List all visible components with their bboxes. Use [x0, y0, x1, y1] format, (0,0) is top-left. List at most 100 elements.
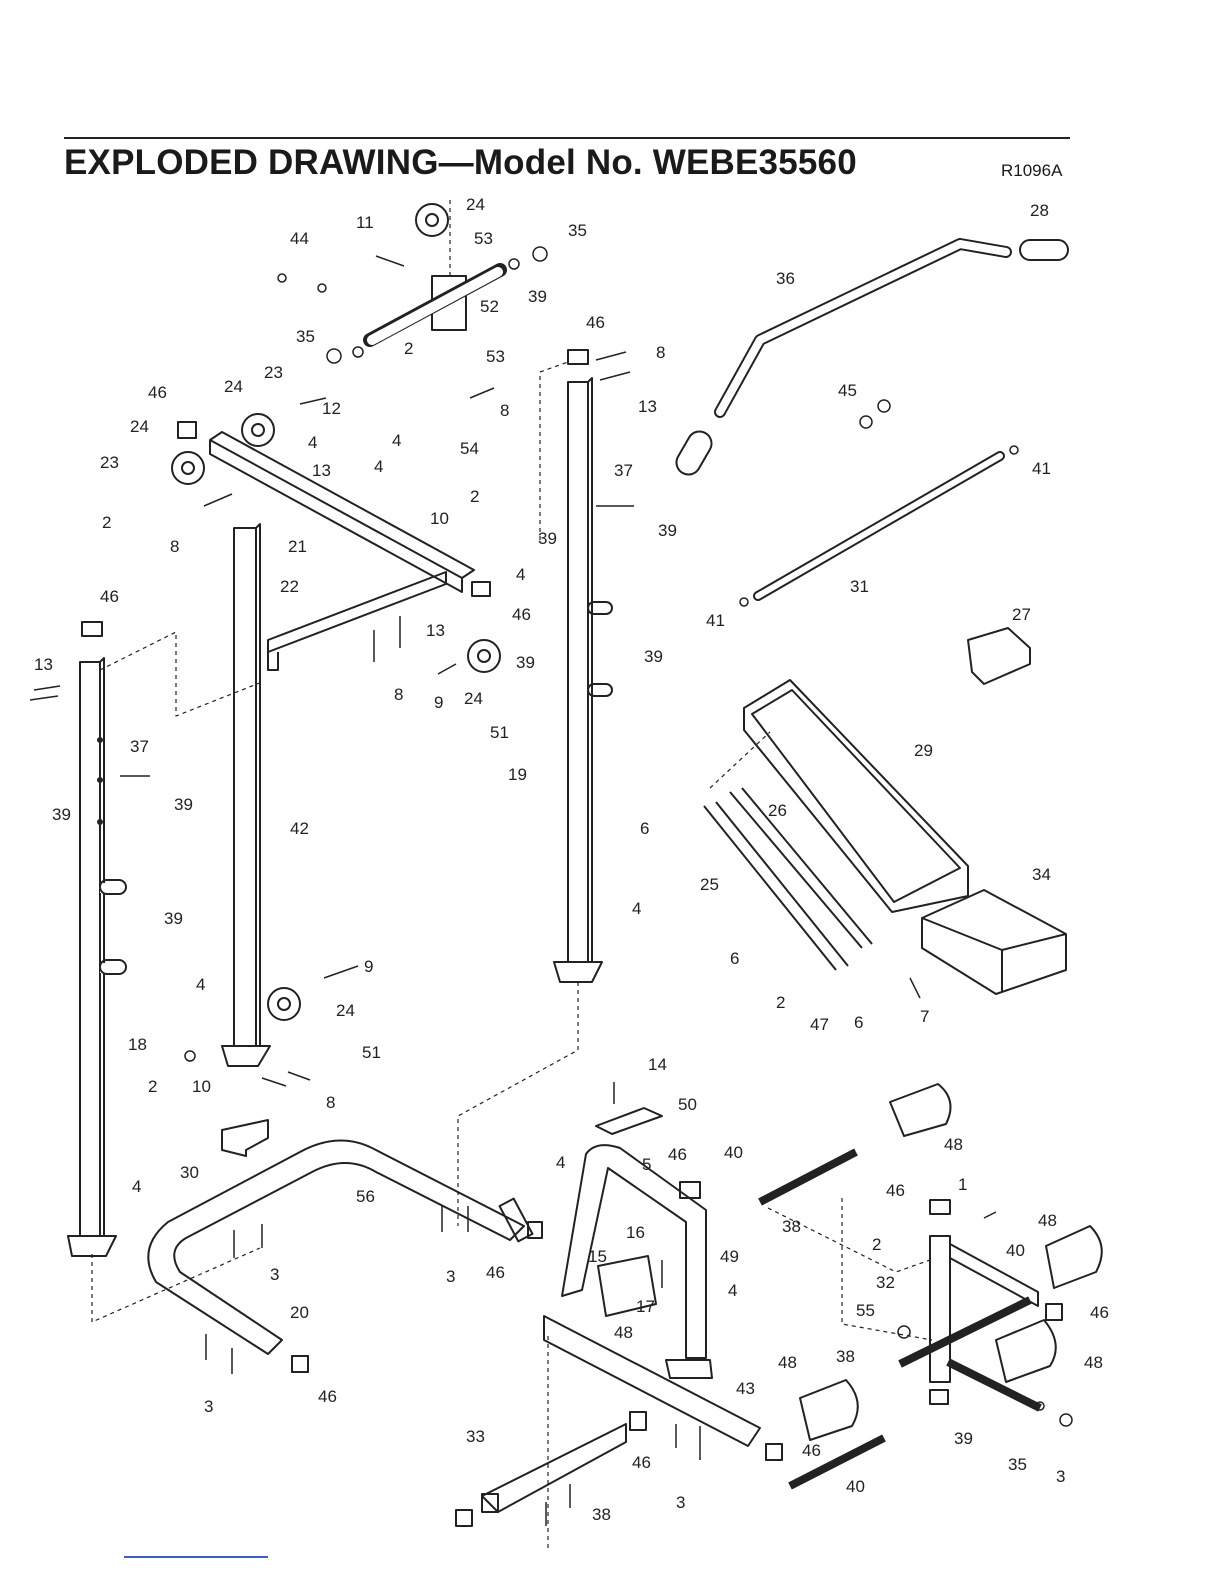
callout: 42 [290, 819, 309, 838]
hardware [29, 246, 1073, 1526]
callout: 3 [446, 1267, 455, 1286]
callout: 35 [296, 327, 315, 346]
backrest-29 [743, 679, 969, 913]
callout: 39 [516, 653, 535, 672]
callout: 5 [642, 1155, 651, 1174]
callout: 38 [836, 1347, 855, 1366]
callout: 46 [1090, 1303, 1109, 1322]
callout: 23 [264, 363, 283, 382]
footer-line [124, 1556, 268, 1558]
callout: 47 [810, 1015, 829, 1034]
callout: 37 [130, 737, 149, 756]
callout: 17 [636, 1297, 655, 1316]
callout: 46 [148, 383, 167, 402]
callout: 46 [668, 1145, 687, 1164]
callout: 24 [466, 195, 485, 214]
callout: 16 [626, 1223, 645, 1242]
callout: 2 [776, 993, 785, 1012]
callout: 12 [322, 399, 341, 418]
callout: 52 [480, 297, 499, 316]
callout: 34 [1032, 865, 1051, 884]
end-caps-46 [81, 349, 1063, 1527]
callout: 27 [1012, 605, 1031, 624]
callout: 28 [1030, 201, 1049, 220]
revision-code: R1096A [1001, 161, 1063, 180]
callout: 44 [290, 229, 309, 248]
callout: 23 [100, 453, 119, 472]
callout: 56 [356, 1187, 375, 1206]
callout: 13 [312, 461, 331, 480]
callout: 25 [700, 875, 719, 894]
callout: 46 [632, 1453, 651, 1472]
callout: 3 [676, 1493, 685, 1512]
post-32 [898, 1235, 1042, 1412]
callout: 37 [614, 461, 633, 480]
callout: 7 [920, 1007, 929, 1026]
callout: 46 [486, 1263, 505, 1282]
callout: 15 [588, 1247, 607, 1266]
callout: 13 [638, 397, 657, 416]
callout-labels: 44 11 24 53 35 28 36 52 39 35 2 53 46 8 … [34, 195, 1109, 1524]
rod-38 [758, 1148, 886, 1490]
callout: 51 [362, 1043, 381, 1062]
rails-25-26 [703, 787, 873, 971]
callout: 2 [102, 513, 111, 532]
callout: 3 [204, 1397, 213, 1416]
callout: 38 [782, 1217, 801, 1236]
callout: 48 [1084, 1353, 1103, 1372]
callout: 43 [736, 1379, 755, 1398]
callout: 22 [280, 577, 299, 596]
callout: 38 [592, 1505, 611, 1524]
callout: 10 [192, 1077, 211, 1096]
callout: 6 [854, 1013, 863, 1032]
callout: 41 [1032, 459, 1051, 478]
callout: 3 [270, 1265, 279, 1284]
callout: 24 [464, 689, 483, 708]
callout: 9 [434, 693, 443, 712]
callout: 39 [538, 529, 557, 548]
callout: 4 [392, 431, 401, 450]
callout: 35 [1008, 1455, 1027, 1474]
callout: 4 [556, 1153, 565, 1172]
callout: 46 [100, 587, 119, 606]
callout: 13 [34, 655, 53, 674]
callout: 53 [486, 347, 505, 366]
callout: 4 [632, 899, 641, 918]
callout: 4 [516, 565, 525, 584]
title-rule [64, 137, 1070, 139]
arm-22 [267, 571, 447, 671]
callout: 46 [318, 1387, 337, 1406]
callout: 32 [876, 1273, 895, 1292]
callout: 49 [720, 1247, 739, 1266]
callout: 55 [856, 1301, 875, 1320]
callout: 51 [490, 723, 509, 742]
callout: 35 [568, 221, 587, 240]
callout: 1 [958, 1175, 967, 1194]
bracket-52 [363, 263, 507, 347]
pulley-24-mid [267, 639, 501, 1021]
callout: 4 [196, 975, 205, 994]
upright-18 [67, 657, 127, 1257]
callout: 48 [778, 1353, 797, 1372]
callout: 9 [364, 957, 373, 976]
callout: 10 [430, 509, 449, 528]
callout: 24 [336, 1001, 355, 1020]
callout: 24 [224, 377, 243, 396]
callout: 11 [356, 213, 374, 232]
callout: 39 [528, 287, 547, 306]
frame-49-43 [543, 1144, 761, 1447]
callout: 24 [130, 417, 149, 436]
callout: 39 [164, 909, 183, 928]
callout: 8 [170, 537, 179, 556]
base-56 [147, 1139, 534, 1355]
callout: 48 [1038, 1211, 1057, 1230]
seat-34 [921, 889, 1067, 995]
callout: 19 [508, 765, 527, 784]
callout: 2 [148, 1077, 157, 1096]
callout: 8 [656, 343, 665, 362]
brackets-30-50 [221, 1107, 663, 1157]
callout: 8 [394, 685, 403, 704]
callout: 33 [466, 1427, 485, 1446]
callout: 39 [658, 521, 677, 540]
callout: 48 [944, 1135, 963, 1154]
